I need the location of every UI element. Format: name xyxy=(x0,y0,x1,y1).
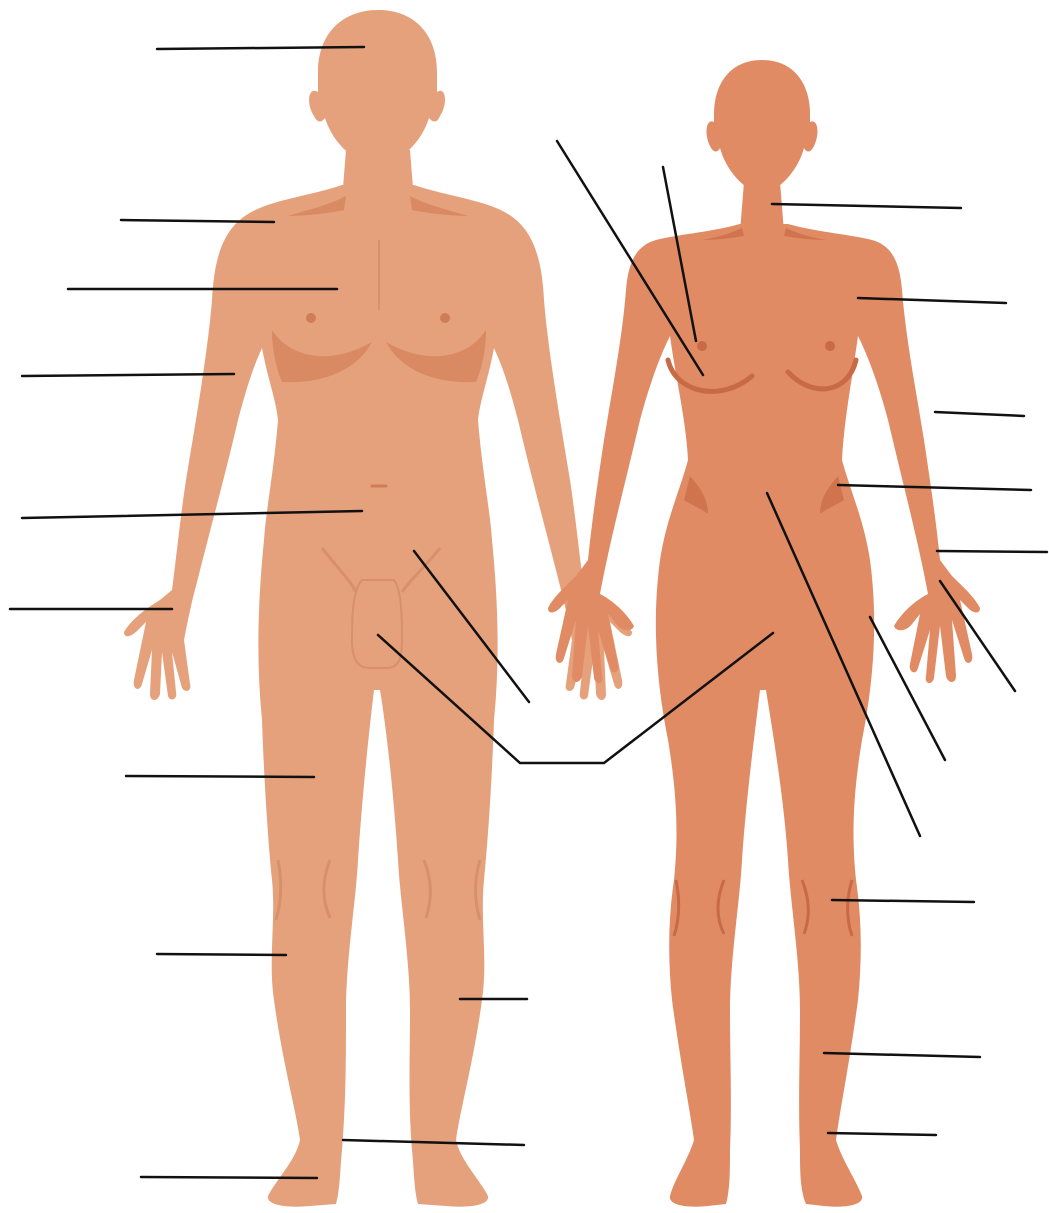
leader-female-waist xyxy=(838,485,1031,490)
male-head xyxy=(309,10,445,160)
leader-female-arm xyxy=(935,412,1024,416)
female-head xyxy=(707,60,818,190)
leader-male-thigh xyxy=(126,776,314,777)
male-nipple-right xyxy=(440,313,450,323)
male-nipple-left xyxy=(306,313,316,323)
male-torso xyxy=(124,185,632,1207)
female-nipple-right xyxy=(825,341,835,351)
leader-male-foot xyxy=(141,1177,317,1178)
leader-female-ankle xyxy=(828,1133,936,1135)
leader-female-neck xyxy=(772,204,961,208)
female-body xyxy=(548,224,980,1207)
leader-male-leg xyxy=(157,954,286,955)
leader-female-wrist xyxy=(937,551,1047,552)
leader-male-arm xyxy=(22,374,234,376)
female-nipple-left xyxy=(697,341,707,351)
